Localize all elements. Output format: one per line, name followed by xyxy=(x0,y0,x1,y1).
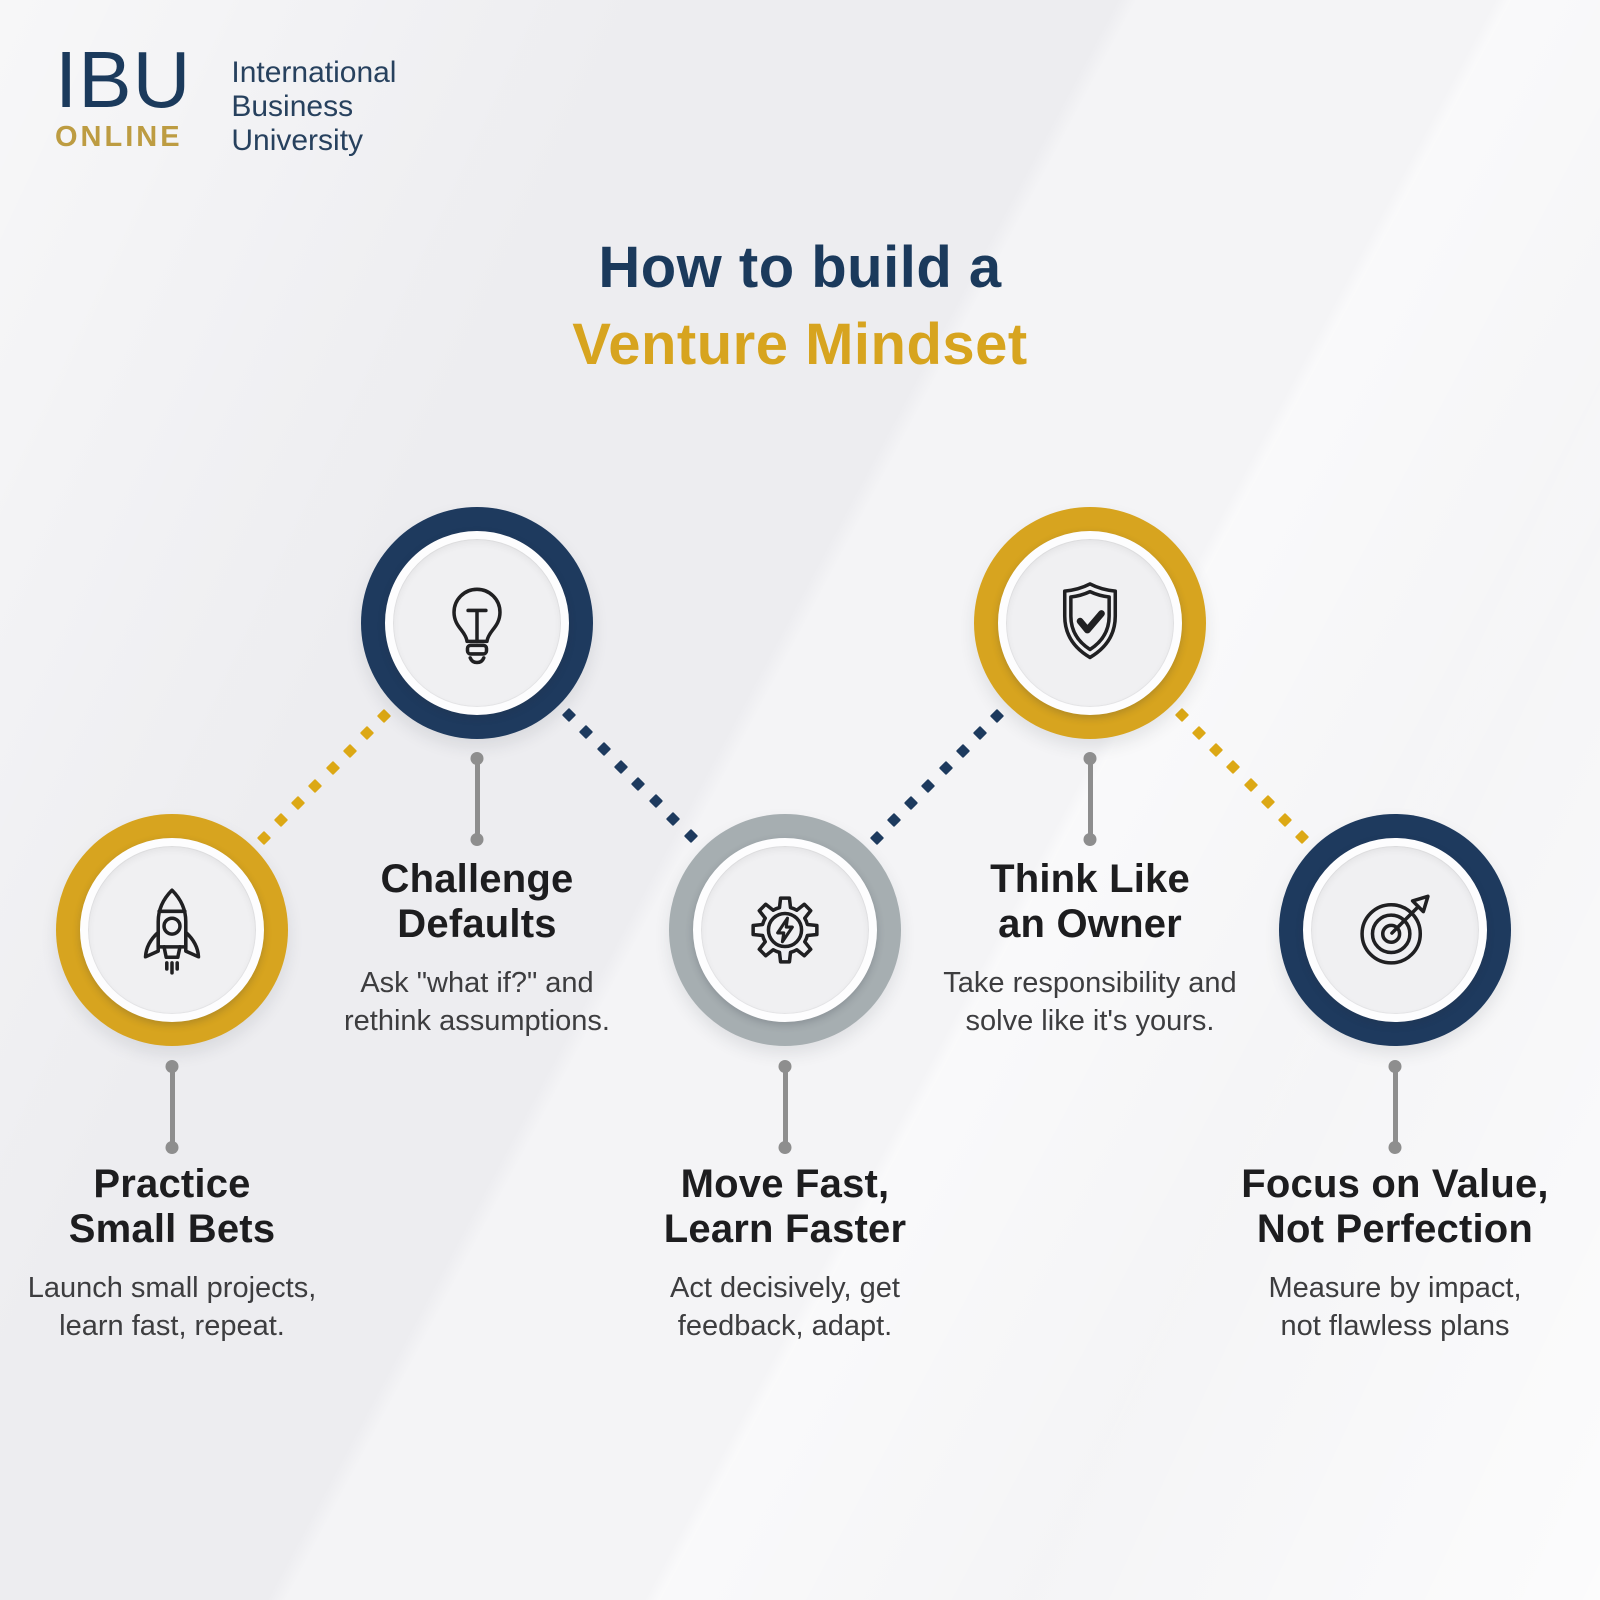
connector-stem xyxy=(474,758,480,840)
page-title-line1: How to build a xyxy=(598,235,1002,300)
connector-dot xyxy=(1260,795,1276,810)
step-disc xyxy=(385,531,569,715)
connector-dot xyxy=(921,778,936,793)
connector-dot xyxy=(614,759,629,774)
lightbulb-icon xyxy=(452,587,502,665)
step-title: Practice Small Bets xyxy=(68,1162,276,1251)
connector-dot xyxy=(308,778,323,793)
connector-stem xyxy=(1392,1066,1398,1148)
target-arrow-icon xyxy=(1360,894,1430,965)
connector-dot xyxy=(955,743,971,758)
step-title: Think Like an Owner xyxy=(990,857,1190,946)
step-description: Take responsibility and solve like it's … xyxy=(943,966,1237,1038)
step-ring xyxy=(669,814,901,1046)
connector-dot xyxy=(1243,777,1258,792)
step-text-think-like-an-owner: Think Like an Owner Take responsibility … xyxy=(900,857,1280,1041)
step-node-challenge-defaults xyxy=(361,507,593,739)
step-description: Ask "what if?" and rethink assumptions. xyxy=(344,966,610,1038)
step-title: Challenge Defaults xyxy=(380,857,574,946)
page-title-line2: Venture Mindset xyxy=(572,312,1028,377)
step-description: Launch small projects, learn fast, repea… xyxy=(27,1271,317,1343)
connector-dot xyxy=(1226,760,1241,775)
connector-stem xyxy=(782,1066,788,1148)
connector-dot xyxy=(1209,742,1224,758)
connector-stem xyxy=(169,1066,175,1148)
step-disc xyxy=(1303,838,1487,1022)
step-title: Move Fast, Learn Faster xyxy=(663,1162,907,1251)
step-node-think-like-an-owner xyxy=(974,507,1206,739)
step-title: Focus on Value, Not Perfection xyxy=(1241,1162,1549,1251)
step-ring xyxy=(1279,814,1511,1046)
connector-stem xyxy=(1087,758,1093,840)
step-disc xyxy=(998,531,1182,715)
step-text-move-fast-learn-faster: Move Fast, Learn Faster Act decisively, … xyxy=(595,1162,975,1346)
step-ring xyxy=(56,814,288,1046)
connector-dot xyxy=(325,761,340,776)
connector-dot xyxy=(291,795,306,811)
brand-tagline: ONLINE xyxy=(55,121,183,153)
brand-logo-left: IBU ONLINE xyxy=(55,35,192,154)
brand-logo: IBU ONLINE International Business Univer… xyxy=(55,35,397,159)
step-node-focus-on-value xyxy=(1279,814,1511,1046)
page-title: How to build a Venture Mindset xyxy=(0,234,1600,378)
shield-check-icon xyxy=(1062,582,1118,660)
connector-dot xyxy=(648,794,663,809)
connector-dot xyxy=(342,743,358,758)
connector-dot xyxy=(938,761,953,776)
step-node-practice-small-bets xyxy=(56,814,288,1046)
step-text-practice-small-bets: Practice Small Bets Launch small project… xyxy=(0,1162,362,1346)
brand-acronym: IBU xyxy=(55,35,192,124)
step-node-move-fast-learn-faster xyxy=(669,814,901,1046)
connector-dot xyxy=(904,795,919,811)
step-disc xyxy=(80,838,264,1022)
step-ring xyxy=(974,507,1206,739)
step-disc xyxy=(693,838,877,1022)
step-ring xyxy=(361,507,593,739)
gear-lightning-icon xyxy=(751,896,819,964)
step-text-focus-on-value: Focus on Value, Not Perfection Measure b… xyxy=(1205,1162,1585,1346)
brand-name: International Business University xyxy=(231,56,397,158)
connector-dot xyxy=(596,742,611,757)
connector-dot xyxy=(631,776,646,792)
step-description: Measure by impact, not flawless plans xyxy=(1268,1271,1522,1343)
step-text-challenge-defaults: Challenge Defaults Ask "what if?" and re… xyxy=(287,857,667,1041)
step-description: Act decisively, get feedback, adapt. xyxy=(670,1271,900,1343)
rocket-icon xyxy=(143,888,201,975)
